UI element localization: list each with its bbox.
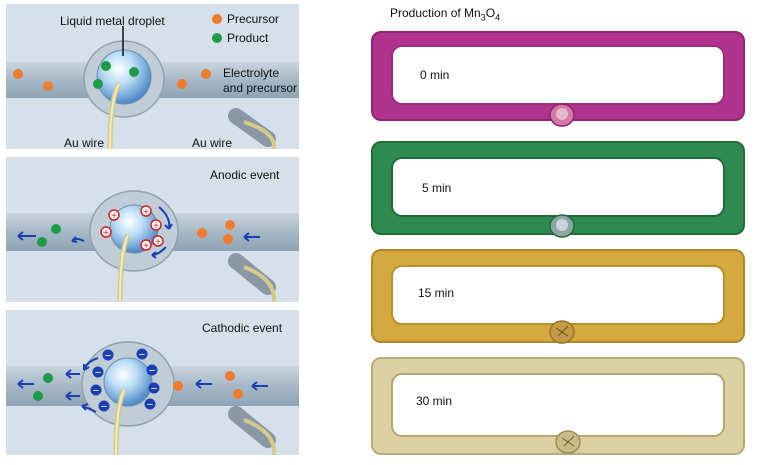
flow-arrows (17, 357, 268, 413)
positive-charges: + + + + + + (100, 205, 164, 252)
svg-text:−: − (139, 349, 145, 361)
sample-loop-30min: 30 min (368, 354, 748, 462)
product-particle (37, 237, 47, 247)
time-label-30: 30 min (416, 394, 453, 408)
precursor-particle (201, 69, 211, 79)
product-particle (33, 391, 43, 401)
cathodic-diagram: − − − − − − − − (6, 310, 299, 455)
precursor-particle (197, 228, 207, 238)
schematic-panel-cathodic: − − − − − − − − Cathodic event (6, 310, 299, 455)
legend-product-label: Product (227, 31, 269, 45)
au-wire-right-label: Au wire (192, 136, 233, 149)
loop-5-shape (371, 141, 745, 238)
svg-text:+: + (103, 228, 109, 239)
precursor-particle (43, 81, 53, 91)
svg-text:+: + (155, 237, 161, 248)
product-legend-icon (212, 33, 222, 43)
flow-arrows (17, 206, 260, 259)
precursor-particle (225, 220, 235, 230)
product-particle (51, 224, 61, 234)
precursor-particle (177, 79, 187, 89)
time-label-15: 15 min (418, 286, 455, 300)
sample-loop-0min: 0 min (368, 28, 748, 130)
svg-text:+: + (153, 221, 159, 232)
schematic-panel-anodic: + + + + + + Anodic event (6, 157, 299, 302)
sample-loop-15min: 15 min (368, 246, 748, 348)
precursor-legend-icon (212, 14, 222, 24)
loop-0-shape (371, 31, 745, 127)
svg-text:+: + (143, 207, 149, 218)
precursor-particle (13, 69, 23, 79)
svg-text:−: − (147, 399, 153, 411)
svg-text:−: − (95, 367, 101, 379)
setup-diagram (6, 4, 299, 149)
svg-text:−: − (149, 365, 155, 377)
product-particle (43, 373, 53, 383)
legend-precursor-label: Precursor (227, 12, 280, 26)
product-particle (101, 61, 111, 71)
liquid-metal-droplet (96, 49, 152, 105)
product-particle (93, 79, 103, 89)
svg-text:−: − (105, 350, 111, 362)
electrolyte-label-1: Electrolyte (223, 66, 280, 80)
sample-loop-5min: 5 min (368, 138, 748, 240)
au-wire-right (243, 120, 277, 149)
time-label-5: 5 min (422, 181, 452, 195)
schematic-panel-setup: Liquid metal droplet Precursor Product E… (6, 4, 299, 149)
au-wire-right-housing (228, 108, 276, 147)
precursor-particle (233, 389, 243, 399)
production-title: Production of Mn3O4 (390, 6, 501, 23)
droplet-label: Liquid metal droplet (60, 14, 165, 28)
anodic-diagram: + + + + + + (6, 157, 299, 302)
precursor-particle (223, 234, 233, 244)
electrolyte-label-2: and precursor (223, 81, 298, 95)
svg-text:+: + (143, 241, 149, 252)
anodic-event-title: Anodic event (210, 168, 280, 182)
svg-text:−: − (151, 383, 157, 395)
svg-text:−: − (101, 401, 107, 413)
negative-charges: − − − − − − − − (90, 348, 160, 413)
precursor-particle (173, 381, 183, 391)
precursor-particle (225, 371, 235, 381)
loop-15-shape (371, 249, 745, 344)
time-label-0: 0 min (420, 68, 450, 82)
svg-text:−: − (93, 385, 99, 397)
loop-30-shape (371, 357, 745, 455)
production-photos: Production of Mn3O4 0 min 5 min 15 min (364, 0, 768, 465)
svg-text:+: + (111, 211, 117, 222)
cathodic-event-title: Cathodic event (202, 321, 283, 335)
legend-product: Product (212, 31, 268, 45)
product-particle (129, 67, 139, 77)
legend-precursor: Precursor (212, 12, 279, 26)
au-wire-left-label: Au wire (64, 136, 105, 149)
